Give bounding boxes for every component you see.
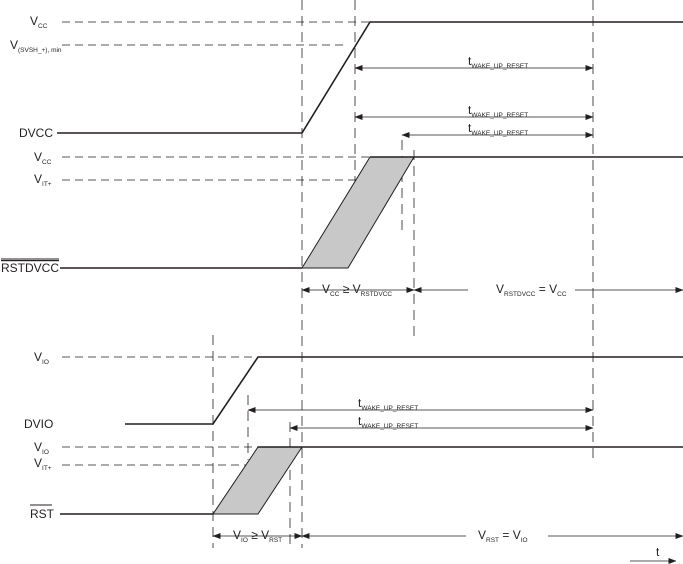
rstdvcc-label: RSTDVCC xyxy=(1,261,59,275)
signal-labels: VCC V(SVSH_+), min DVCC VCC VIT+ RSTDVCC… xyxy=(1,14,660,559)
dvio-signal xyxy=(125,356,683,425)
dvcc-signal xyxy=(57,21,683,134)
twake-label-1: tWAKE_UP_RESET xyxy=(468,54,528,70)
twake-label-3: tWAKE_UP_RESET xyxy=(468,121,528,137)
vio-label: VIO xyxy=(34,350,49,366)
vio-ge-vrst-label: VIO ≥ VRST xyxy=(233,528,282,544)
rst-label: RST xyxy=(30,507,55,521)
twake-label-4: tWAKE_UP_RESET xyxy=(358,396,418,412)
region-labels: VCC ≥ VRSTDVCC VRSTDVCC = VCC VIO ≥ VRST… xyxy=(233,282,567,544)
vcc-label: VCC xyxy=(30,14,48,30)
dvio-label: DVIO xyxy=(24,417,53,431)
threshold-lines xyxy=(62,21,392,466)
vit-plus-label-1: VIT+ xyxy=(34,172,52,188)
timing-labels: tWAKE_UP_RESET tWAKE_UP_RESET tWAKE_UP_R… xyxy=(358,54,528,430)
vrstdvcc-eq-vcc-label: VRSTDVCC = VCC xyxy=(496,282,567,298)
twake-label-2: tWAKE_UP_RESET xyxy=(468,103,528,119)
vio-level-label: VIO xyxy=(34,440,49,456)
rstdvcc-uncertainty-band xyxy=(301,156,415,269)
vsvsh-min-label: V(SVSH_+), min xyxy=(10,38,62,54)
dvcc-label: DVCC xyxy=(19,126,53,140)
vrst-eq-vio-label: VRST = VIO xyxy=(478,528,528,544)
timing-arrows xyxy=(212,65,683,564)
vit-plus-label-2: VIT+ xyxy=(34,456,52,472)
vcc-ge-vrstdvcc-label: VCC ≥ VRSTDVCC xyxy=(322,282,392,298)
time-axis-label: t xyxy=(656,545,660,559)
twake-label-5: tWAKE_UP_RESET xyxy=(358,414,418,430)
rst-uncertainty-band xyxy=(212,446,303,515)
vcc-level-label: VCC xyxy=(34,150,52,166)
